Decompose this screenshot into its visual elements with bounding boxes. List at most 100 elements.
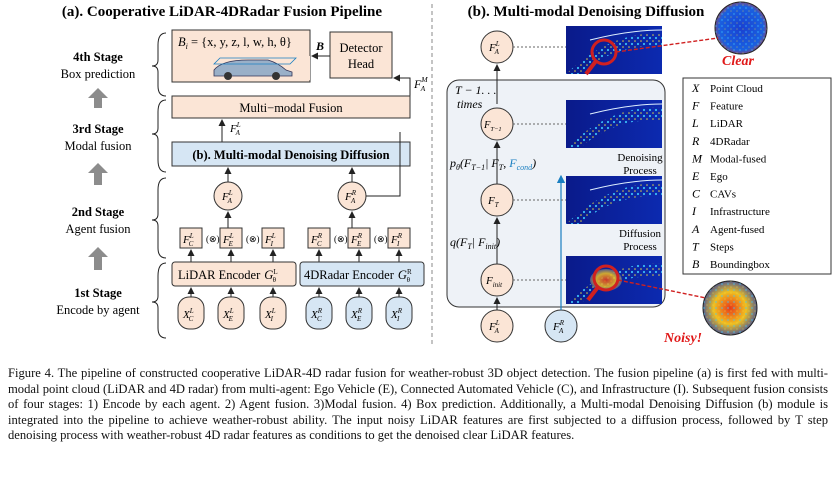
legend-symbol: R	[691, 134, 700, 148]
legend-symbol: L	[691, 116, 699, 130]
stage-4-name: 4th Stage	[73, 50, 123, 64]
up-arrow-icon	[88, 163, 108, 185]
bev-image-noisy	[566, 256, 662, 304]
stage-2-desc: Agent fusion	[66, 222, 132, 236]
stage-braces	[151, 32, 167, 339]
feature-T-node	[480, 183, 514, 217]
svg-text:XLE: XLE	[222, 307, 234, 323]
detector-head-label-1: Detector	[339, 41, 383, 55]
svg-text:XLI: XLI	[264, 307, 276, 323]
denoise-label-2: Process	[623, 165, 657, 177]
zoom-clear-connector	[615, 37, 719, 53]
legend-label: Boundingbox	[710, 259, 770, 271]
stage-arrows	[88, 88, 108, 270]
input-arrows	[187, 287, 403, 297]
bev-image-step-T	[566, 176, 663, 224]
svg-text:XRE: XRE	[350, 307, 363, 323]
svg-text:FLC: FLC	[182, 232, 194, 248]
denoise-label-1: Denoising	[617, 152, 663, 164]
car-icon	[210, 56, 310, 80]
detector-head-label-2: Head	[348, 57, 375, 71]
clear-label: Clear	[722, 54, 754, 69]
times-text: times	[457, 97, 483, 111]
lidar-encoder-box	[171, 261, 297, 287]
noisy-label: Noisy!	[663, 331, 702, 346]
encoder-arrows	[187, 249, 403, 262]
legend-label: Modal-fused	[710, 153, 767, 165]
bbox-formula: Bi = {x, y, z, l, w, h, θ}	[178, 35, 292, 51]
lidar-agent-fused-node	[213, 181, 243, 211]
feature-T-minus-1-text: FT−1	[483, 120, 502, 133]
right-panel-title: (b). Multi-modal Denoising Diffusion	[468, 4, 705, 20]
steps-text: T − 1. . .	[455, 83, 497, 97]
legend-symbol: E	[691, 169, 700, 183]
fusion-icon: (⊗)	[334, 234, 348, 244]
denoising-module-label: (b). Multi-modal Denoising Diffusion	[192, 148, 389, 162]
legend-label: Steps	[710, 241, 734, 253]
stage-labels: 4th Stage Box prediction 3rd Stage Modal…	[56, 50, 140, 317]
up-arrow-icon	[88, 247, 108, 270]
diffusion-label-1: Diffusion	[619, 228, 661, 240]
stage-4-desc: Box prediction	[61, 67, 136, 81]
legend-symbol: B	[692, 257, 700, 271]
legend-label: 4DRadar	[710, 136, 750, 148]
legend-label: Ego	[710, 171, 728, 183]
legend-label: Agent-fused	[710, 224, 765, 236]
fusion-icon: (⊗)	[206, 234, 220, 244]
multimodal-fusion-label: Multi−modal Fusion	[239, 101, 343, 115]
radar-condition-line	[366, 132, 401, 197]
legend-label: CAVs	[710, 189, 736, 201]
svg-text:XLC: XLC	[182, 307, 194, 323]
stage-1-desc: Encode by agent	[56, 303, 140, 317]
legend-symbol: F	[691, 99, 700, 113]
radar-encoder-box	[299, 261, 425, 287]
left-panel-title: (a). Cooperative LiDAR-4DRadar Fusion Pi…	[62, 4, 382, 20]
feature-init-text: Finit	[485, 275, 503, 289]
svg-text:FRI: FRI	[390, 232, 403, 248]
svg-text:FRE: FRE	[350, 232, 363, 248]
fusion-icon: (⊗)	[246, 234, 260, 244]
stage-1-name: 1st Stage	[74, 286, 122, 300]
figure: (a). Cooperative LiDAR-4DRadar Fusion Pi…	[56, 1, 832, 346]
bev-image-clear	[566, 26, 663, 74]
legend-symbol: M	[691, 151, 703, 165]
diffusion-label-2: Process	[623, 241, 657, 253]
denoise-formula: pθ(FT−1| FT, Fcond)	[449, 156, 536, 172]
figure-caption: Figure 4. The pipeline of constructed co…	[8, 366, 828, 443]
legend-symbol: T	[692, 239, 700, 253]
feature-T-text: FT	[487, 195, 500, 209]
zoom-noisy-connector	[617, 279, 707, 299]
magnifier-noisy-icon	[586, 264, 620, 302]
bev-image-step-T1	[566, 100, 663, 148]
legend-symbol: C	[692, 187, 701, 201]
image-connectors	[513, 46, 566, 281]
legend-box	[682, 77, 832, 275]
legend-label: Feature	[710, 101, 743, 113]
svg-text:FLE: FLE	[222, 232, 234, 248]
svg-text:FRC: FRC	[310, 232, 323, 248]
stage-2-name: 2nd Stage	[72, 205, 125, 219]
pipeline-diagram: (a). Cooperative LiDAR-4DRadar Fusion Pi…	[56, 1, 832, 346]
denoising-module-box	[171, 141, 411, 167]
fusion-icon: (⊗)	[374, 234, 388, 244]
legend-label: Infrastructure	[710, 206, 770, 218]
svg-text:FLI: FLI	[264, 232, 276, 248]
legend-symbol: I	[691, 204, 697, 218]
multimodal-fusion-box	[171, 95, 411, 119]
up-arrow-icon	[88, 88, 108, 108]
svg-text:XRI: XRI	[390, 307, 403, 323]
detector-head-box	[329, 31, 393, 79]
legend-symbol: X	[691, 81, 700, 95]
